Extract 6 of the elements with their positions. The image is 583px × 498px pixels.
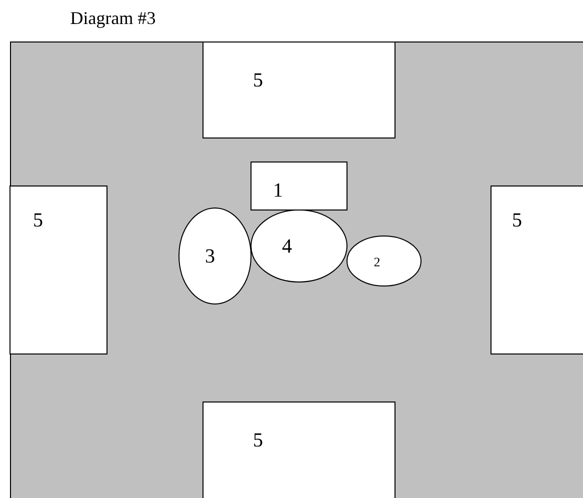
diagram-title: Diagram #3 xyxy=(70,12,155,28)
room-box: 5 xyxy=(490,186,583,354)
room-box: 5 xyxy=(202,402,396,498)
room-box: 5 xyxy=(10,186,108,354)
room-box: 5 xyxy=(202,42,396,138)
room-box: 1 xyxy=(250,162,348,210)
